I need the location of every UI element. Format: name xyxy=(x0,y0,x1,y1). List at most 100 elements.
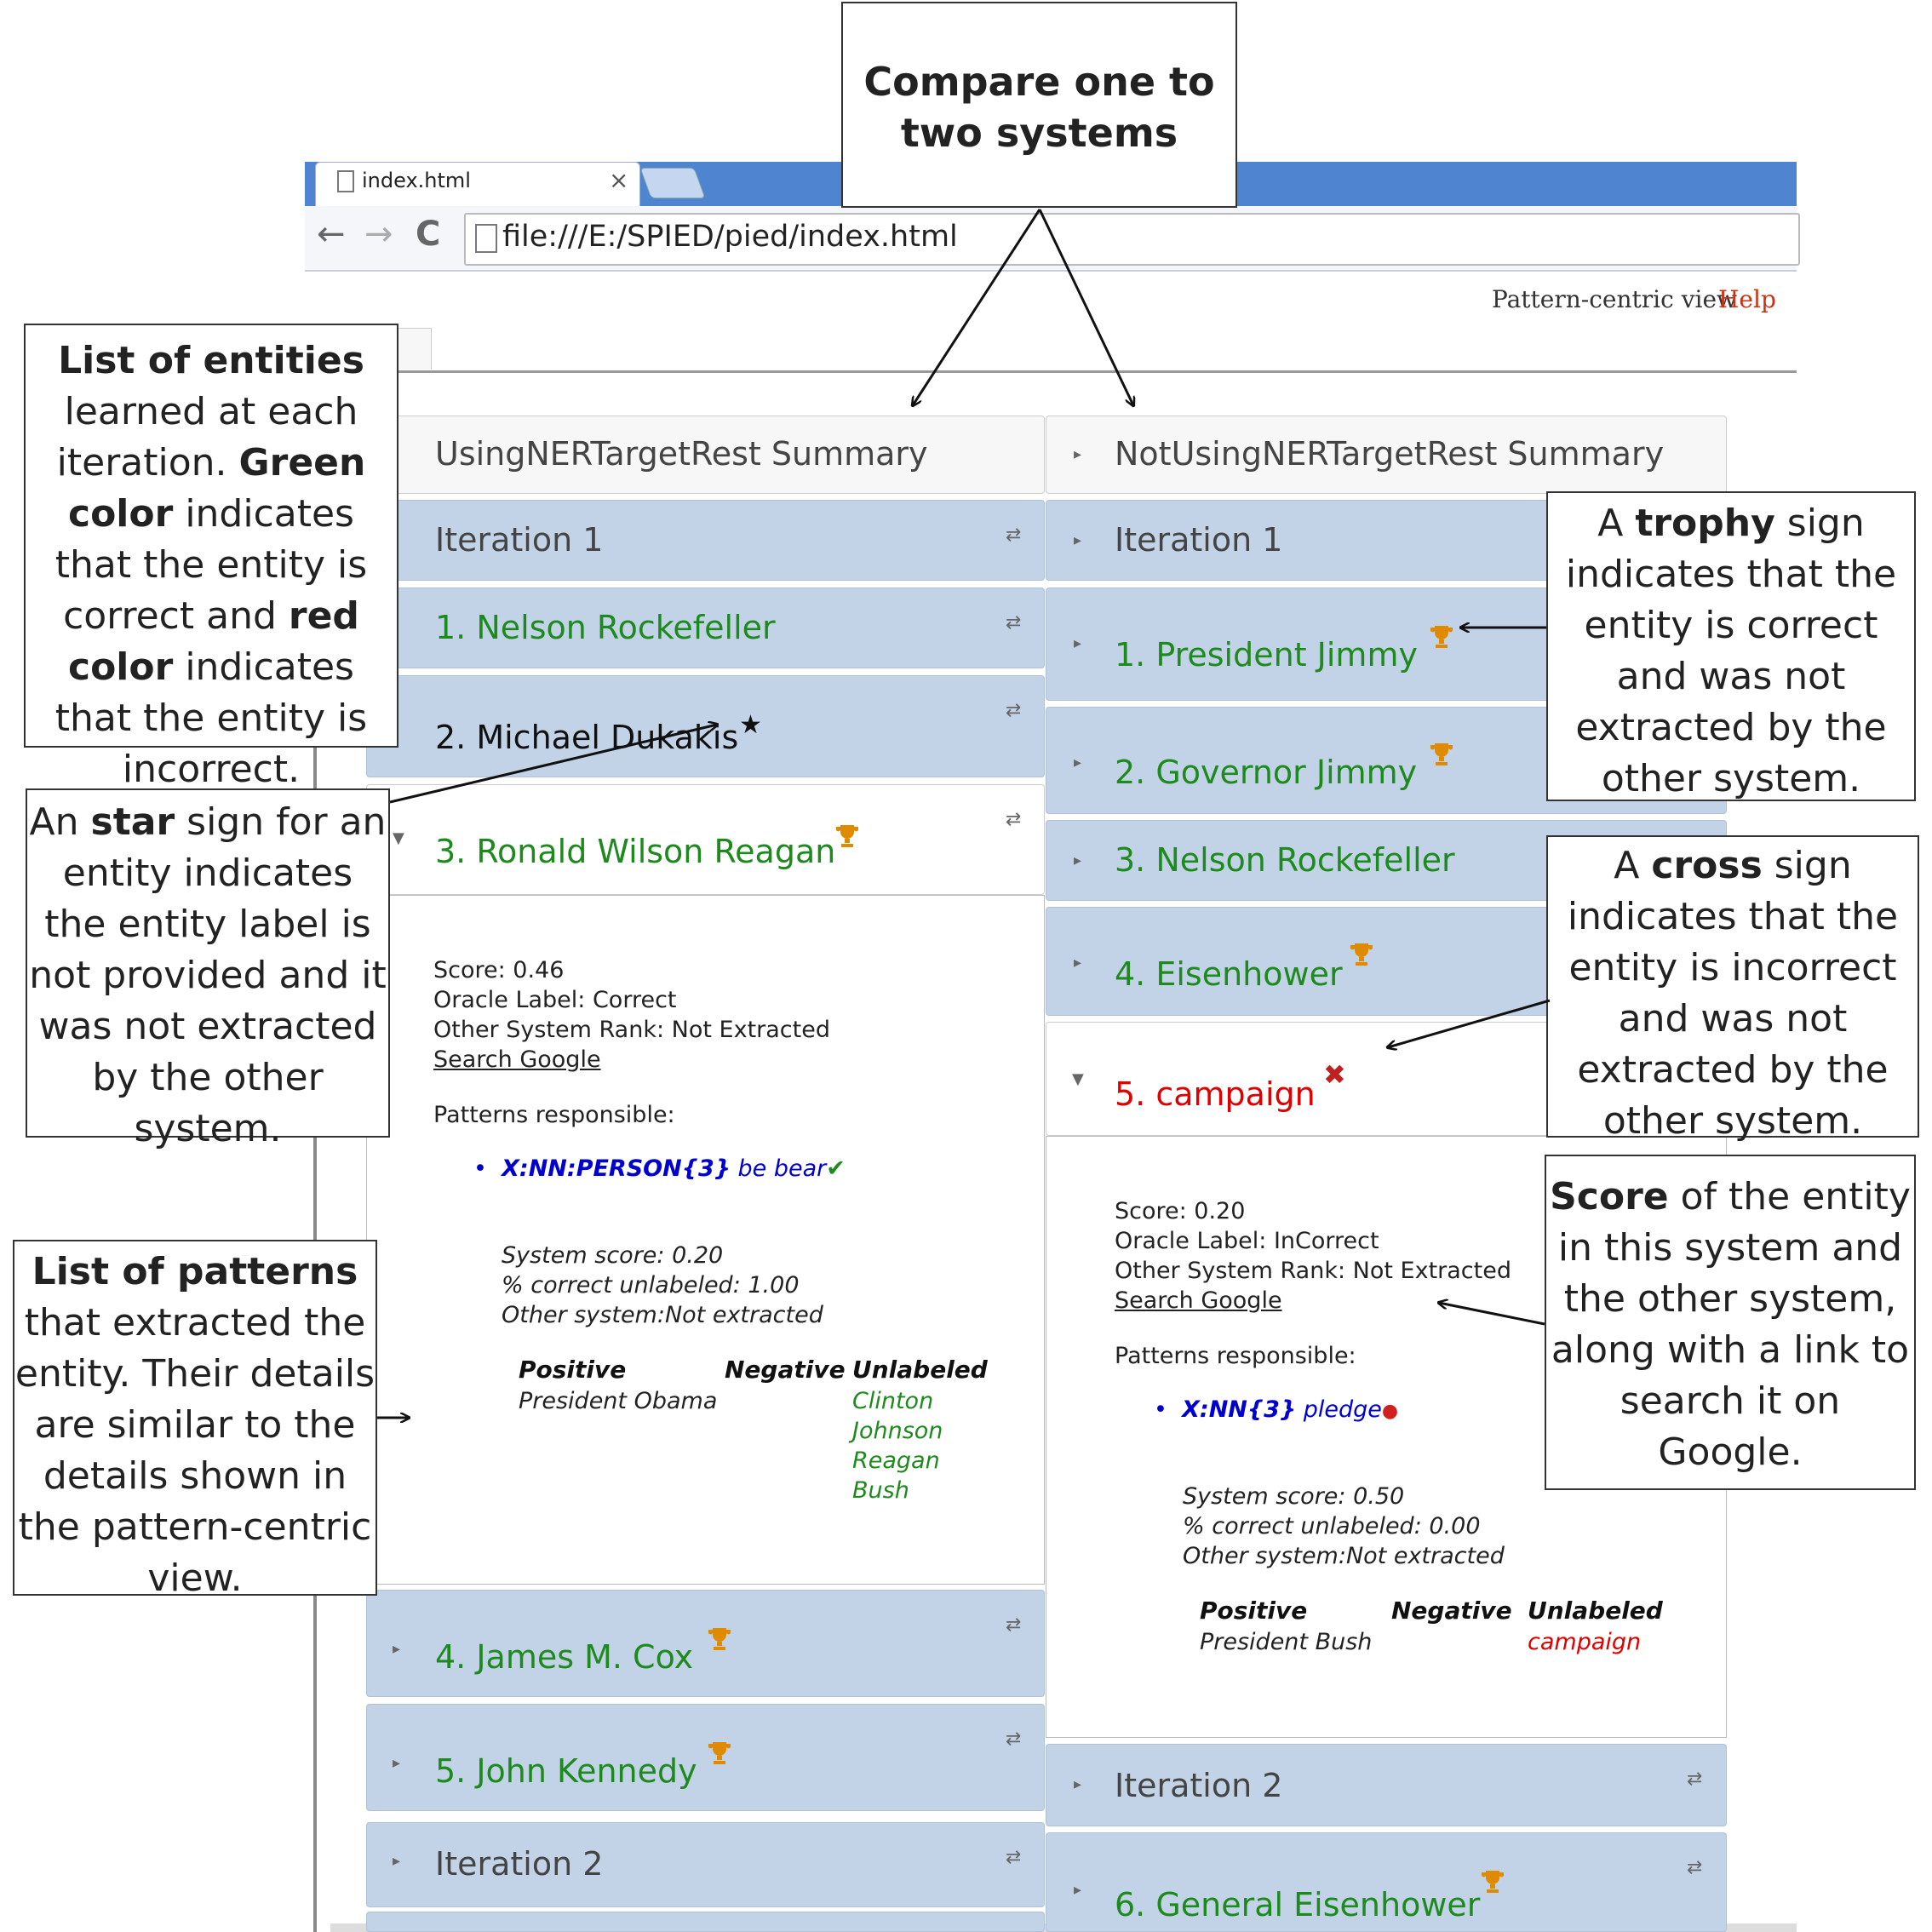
tab-index[interactable] xyxy=(315,162,640,207)
swap-icon[interactable]: ⇄ xyxy=(1006,700,1022,721)
other-system-text: Other system:Not extracted xyxy=(1183,1543,1505,1569)
swap-icon[interactable]: ⇄ xyxy=(1687,1857,1703,1878)
collapsed-triangle-icon: ▸ xyxy=(1074,954,1082,972)
other-system-text: Other system:Not extracted xyxy=(502,1302,823,1328)
trophy-icon xyxy=(708,1742,731,1764)
positive-header: Positive xyxy=(519,1356,627,1384)
help-link[interactable]: Help xyxy=(1718,285,1776,313)
expanded-triangle-icon: ▼ xyxy=(393,829,404,847)
callout-bold: Score xyxy=(1550,1175,1669,1218)
score-text: Score: 0.46 xyxy=(433,957,565,983)
collapsed-triangle-icon: ▸ xyxy=(1074,634,1082,652)
arrow-score xyxy=(1439,1303,1545,1326)
pct-correct-text: % correct unlabeled: 1.00 xyxy=(502,1272,800,1299)
star-icon: ★ xyxy=(739,710,762,740)
callout-text: An xyxy=(29,800,91,844)
right-iteration2-header[interactable]: ▸ Iteration 2 ⇄ xyxy=(1046,1744,1727,1826)
entity-label: 6. General Eisenhower xyxy=(1115,1886,1481,1923)
trophy-icon xyxy=(1430,626,1453,648)
unlabeled-item: campaign xyxy=(1528,1629,1642,1655)
system-score-text: System score: 0.20 xyxy=(502,1242,724,1269)
right-iteration2-label: Iteration 2 xyxy=(1115,1767,1283,1804)
pattern-item[interactable]: • X:NN:PERSON{3} be bear✔ xyxy=(473,1155,846,1182)
swap-icon[interactable]: ⇄ xyxy=(1006,525,1022,546)
callout-text: A xyxy=(1614,844,1652,887)
entity-label: 4. James M. Cox xyxy=(435,1638,694,1676)
patterns-heading: Patterns responsible: xyxy=(1115,1343,1356,1369)
trophy-icon xyxy=(1430,743,1453,765)
callout-bold: cross xyxy=(1651,844,1763,887)
callout-bold: List of patterns xyxy=(32,1250,358,1293)
cross-callout: A cross sign indicates that the entity i… xyxy=(1546,835,1919,1143)
left-summary-header[interactable]: UsingNERTargetRest Summary xyxy=(366,416,1045,494)
unlabeled-header: Unlabeled xyxy=(852,1356,988,1384)
arrow-cross xyxy=(1388,999,1551,1047)
left-entity-5[interactable]: ▸ 5. John Kennedy ⇄ xyxy=(366,1704,1045,1811)
callout-text: that extracted the entity. Their details… xyxy=(14,1301,376,1600)
left-iteration2-header[interactable]: ▸ Iteration 2 ⇄ xyxy=(366,1822,1045,1907)
left-entity-detail-panel: Score: 0.46 Oracle Label: Correct Other … xyxy=(366,895,1045,1585)
right-summary-header[interactable]: ▸ NotUsingNERTargetRest Summary xyxy=(1046,416,1727,494)
score-text: Score: 0.20 xyxy=(1115,1198,1246,1224)
pattern-rest: pledge xyxy=(1296,1396,1382,1423)
unlabeled-item: Johnson xyxy=(852,1418,943,1444)
right-iteration1-label: Iteration 1 xyxy=(1115,521,1283,559)
entities-list-callout: List of entities learned at each iterati… xyxy=(24,324,398,791)
star-callout: An star sign for an entity indicates the… xyxy=(26,788,390,1150)
entity-label: 3. Nelson Rockefeller xyxy=(1115,841,1455,879)
entity-label: 5. campaign xyxy=(1115,1075,1316,1113)
swap-icon[interactable]: ⇄ xyxy=(1006,612,1022,633)
right-entity-6[interactable]: ▸ 6. General Eisenhower ⇄ xyxy=(1046,1832,1727,1932)
swap-icon[interactable]: ⇄ xyxy=(1687,1769,1703,1790)
unlabeled-header: Unlabeled xyxy=(1528,1597,1663,1625)
trophy-icon xyxy=(708,1628,731,1650)
left-entity-3[interactable]: ▼ 3. Ronald Wilson Reagan ⇄ xyxy=(366,784,1045,895)
swap-icon[interactable]: ⇄ xyxy=(1006,1614,1022,1636)
pattern-centric-view-link[interactable]: Pattern-centric view xyxy=(1492,285,1737,313)
file-icon xyxy=(475,224,497,253)
swap-icon[interactable]: ⇄ xyxy=(1006,1728,1022,1750)
divider xyxy=(305,370,1797,373)
entity-label: 4. Eisenhower xyxy=(1115,955,1343,993)
pattern-bold: X:NN{3} xyxy=(1182,1396,1297,1423)
patterns-callout: List of patterns that extracted the enti… xyxy=(13,1240,377,1600)
entity-label: 1. President Jimmy xyxy=(1115,636,1418,674)
positive-item: President Obama xyxy=(519,1388,718,1414)
right-entity-3[interactable]: ▸ 3. Nelson Rockefeller xyxy=(1046,820,1727,901)
back-arrow-icon[interactable]: ← xyxy=(317,215,346,254)
left-entity-4[interactable]: ▸ 4. James M. Cox ⇄ xyxy=(366,1590,1045,1697)
swap-icon[interactable]: ⇄ xyxy=(1006,809,1022,830)
callout-text: learned at each iteration. xyxy=(56,390,358,484)
entity-label: 1. Nelson Rockefeller xyxy=(435,609,776,646)
collapsed-triangle-icon: ▸ xyxy=(1074,1881,1082,1899)
swap-icon[interactable]: ⇄ xyxy=(1006,1847,1022,1868)
callout-bold: List of entities xyxy=(58,339,364,382)
trophy-icon xyxy=(836,825,858,847)
left-entity-1[interactable]: 1. Nelson Rockefeller ⇄ xyxy=(366,588,1045,668)
address-bar[interactable] xyxy=(464,213,1800,266)
entity-label: 3. Ronald Wilson Reagan xyxy=(435,833,836,870)
trophy-icon xyxy=(1482,1871,1504,1893)
forward-arrow-icon[interactable]: → xyxy=(364,215,393,254)
collapsed-triangle-icon: ▸ xyxy=(393,1640,401,1658)
entity-label: 5. John Kennedy xyxy=(435,1752,697,1790)
search-google-link[interactable]: Search Google xyxy=(433,1046,601,1073)
pattern-bold: X:NN:PERSON{3} xyxy=(502,1155,731,1182)
search-google-link[interactable]: Search Google xyxy=(1115,1287,1282,1314)
entity-label: 2. Michael Dukakis xyxy=(435,719,739,756)
collapsed-triangle-icon: ▸ xyxy=(393,1754,401,1772)
positive-item: President Bush xyxy=(1200,1629,1373,1655)
callout-text: A xyxy=(1597,502,1636,545)
arrow-left-system xyxy=(913,209,1041,405)
reload-icon[interactable]: C xyxy=(416,215,441,254)
left-next-header[interactable] xyxy=(366,1912,1045,1932)
error-icon: ● xyxy=(1381,1401,1399,1422)
left-iteration1-header[interactable]: Iteration 1 ⇄ xyxy=(366,500,1045,581)
left-summary-label: UsingNERTargetRest Summary xyxy=(435,435,928,473)
collapsed-triangle-icon: ▸ xyxy=(1074,754,1082,771)
tab-close-button[interactable]: × xyxy=(609,166,629,194)
compare-text: Compare one to two systems xyxy=(863,59,1215,156)
pct-correct-text: % correct unlabeled: 0.00 xyxy=(1183,1513,1481,1539)
pattern-item[interactable]: • X:NN{3} pledge● xyxy=(1154,1396,1399,1423)
